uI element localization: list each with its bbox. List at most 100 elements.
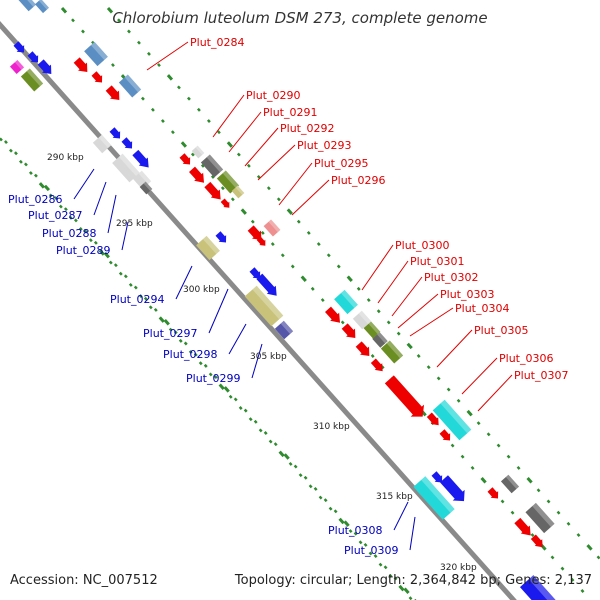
scale-label: 295 kbp <box>116 219 153 229</box>
leader-line <box>436 329 473 368</box>
tick-mark <box>133 285 138 290</box>
tick-mark <box>300 275 307 283</box>
gene-feature <box>109 127 121 139</box>
tick-mark <box>383 565 388 570</box>
tick-mark <box>127 29 131 34</box>
gene-label: Plut_0287 <box>28 209 82 222</box>
tick-mark <box>386 320 391 325</box>
leader-line <box>146 41 189 71</box>
tick-mark <box>303 475 308 480</box>
scale-label: 315 kbp <box>376 492 413 502</box>
tick-mark <box>343 520 350 527</box>
gene-label: Plut_0295 <box>314 157 368 170</box>
tick-mark <box>193 352 198 357</box>
gene-feature <box>363 321 381 339</box>
gene-label: Plut_0309 <box>344 544 398 557</box>
tick-mark <box>290 264 295 269</box>
tick-mark <box>113 263 118 268</box>
tick-mark <box>546 499 551 504</box>
tick-mark <box>260 230 265 235</box>
tick-mark <box>408 596 413 600</box>
gene-label: Plut_0291 <box>263 106 317 119</box>
gene-feature <box>179 153 191 165</box>
gene-label: Plut_0294 <box>110 293 164 306</box>
tick-mark <box>486 432 491 437</box>
gene-labels: Plut_0284Plut_0290Plut_0291Plut_0292Plut… <box>8 36 568 557</box>
gene-feature <box>9 59 25 75</box>
tick-mark <box>243 408 248 413</box>
leader-line <box>291 179 330 216</box>
tick-mark <box>236 152 241 157</box>
tick-mark <box>190 152 195 157</box>
tick-mark <box>238 406 243 410</box>
tick-mark <box>586 544 593 551</box>
gene-feature <box>84 41 108 67</box>
tick-mark <box>373 554 378 559</box>
tick-mark <box>143 296 148 301</box>
accession-label: Accession: NC_007512 <box>10 573 158 588</box>
tick-mark <box>470 465 475 470</box>
tick-mark <box>160 119 165 123</box>
gene-label: Plut_0284 <box>190 36 244 49</box>
leader-line <box>93 181 107 216</box>
tick-mark <box>153 307 158 312</box>
gene-feature <box>519 575 561 600</box>
leader-line <box>377 260 409 304</box>
gene-feature <box>91 71 103 83</box>
tick-mark <box>456 398 461 403</box>
tick-mark <box>183 341 188 346</box>
tick-mark <box>213 375 218 380</box>
tick-mark <box>53 196 58 200</box>
tick-mark <box>23 162 28 167</box>
tick-mark <box>63 207 68 212</box>
tick-mark <box>81 29 85 34</box>
gene-feature <box>249 267 261 279</box>
gene-feature <box>372 332 388 348</box>
gene-feature <box>244 285 284 327</box>
leader-line <box>278 162 313 206</box>
tick-mark <box>178 338 183 343</box>
gene-feature <box>73 57 88 72</box>
gene-feature <box>196 235 220 261</box>
tick-mark <box>576 533 581 538</box>
tick-mark <box>326 253 331 258</box>
scale-label: 300 kbp <box>183 285 220 295</box>
tick-mark <box>273 442 278 447</box>
gene-label: Plut_0302 <box>424 271 478 284</box>
tick-mark <box>366 298 371 303</box>
gene-feature <box>20 68 44 92</box>
tick-mark <box>250 219 255 224</box>
tick-mark <box>566 521 571 526</box>
tick-mark <box>320 298 325 303</box>
tick-mark <box>276 197 281 202</box>
tick-mark <box>206 119 211 123</box>
leader-line <box>175 265 193 300</box>
tick-mark <box>166 74 174 81</box>
tick-mark <box>313 487 318 491</box>
gene-feature <box>413 476 455 520</box>
gene-feature <box>440 475 465 502</box>
tick-mark <box>368 551 373 556</box>
scale-label: 310 kbp <box>313 422 350 432</box>
gene-feature <box>215 231 227 243</box>
gene-feature <box>105 85 120 100</box>
scale-label: 290 kbp <box>47 153 84 163</box>
tick-mark <box>123 274 128 279</box>
tick-mark <box>18 159 23 164</box>
gene-label: Plut_0289 <box>56 244 110 257</box>
tick-mark <box>148 305 153 310</box>
leader-line <box>73 168 95 200</box>
tick-mark <box>283 453 290 460</box>
gene-feature <box>370 358 383 372</box>
gene-feature <box>426 412 439 426</box>
gene-feature <box>132 149 149 168</box>
leader-line <box>208 288 229 334</box>
tick-mark <box>218 383 225 390</box>
tick-mark <box>370 354 375 358</box>
tick-mark <box>48 193 53 198</box>
gene-feature <box>139 181 153 195</box>
tick-mark <box>288 462 293 466</box>
tick-mark <box>226 141 233 148</box>
tick-mark <box>196 107 201 112</box>
leader-line <box>409 307 454 337</box>
